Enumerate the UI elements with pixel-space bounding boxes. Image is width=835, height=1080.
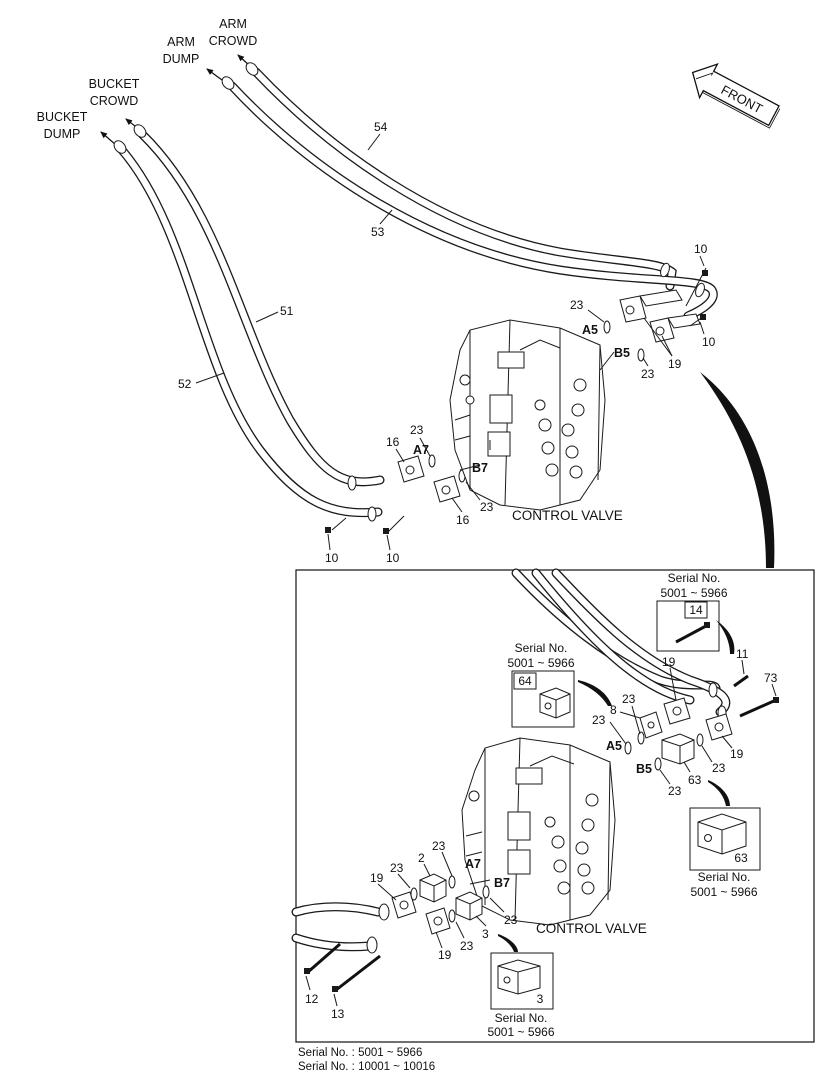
- callout-11: 11: [736, 647, 749, 661]
- control-valve-top: [449, 319, 615, 511]
- serial-box-14: Serial No. 5001 ~ 5966 14: [656, 571, 735, 654]
- callout-54: 54: [374, 120, 388, 134]
- svg-text:10: 10: [702, 335, 716, 349]
- svg-text:CROWD: CROWD: [90, 94, 139, 108]
- svg-text:5001 ~ 5966: 5001 ~ 5966: [660, 586, 727, 600]
- callout-63: 63: [734, 851, 748, 865]
- callout-63-part: 63: [688, 773, 702, 787]
- control-valve-label-detail: CONTROL VALVE: [536, 921, 647, 936]
- port-a7: A7: [413, 443, 429, 457]
- port-b7: B7: [472, 461, 488, 475]
- callout-3-part: 3: [482, 927, 489, 941]
- serial-box-3: 3 Serial No. 5001 ~ 5966: [487, 934, 555, 1039]
- control-valve-detail: [461, 737, 616, 926]
- svg-text:10: 10: [386, 551, 400, 565]
- detail-parts: [304, 674, 779, 992]
- callout-13: 13: [331, 1007, 345, 1021]
- svg-text:23: 23: [668, 784, 682, 798]
- arm-crowd-label: ARM CROWD: [209, 17, 258, 48]
- hose-end-fittings: [113, 62, 705, 522]
- callout-12: 12: [305, 992, 319, 1006]
- callout-8: 8: [610, 703, 617, 717]
- callout-19-d: 19: [438, 948, 452, 962]
- callout-19-a: 19: [662, 655, 676, 669]
- footer-serial-1: Serial No. : 5001 ~ 5966: [298, 1047, 423, 1059]
- hose-54: [251, 67, 677, 291]
- bolts-10-top: [325, 267, 708, 534]
- bucket-dump-label: BUCKET DUMP: [37, 110, 88, 141]
- callout-3: 3: [537, 992, 544, 1006]
- callout-14: 14: [689, 603, 703, 617]
- svg-text:Serial No.: Serial No.: [515, 641, 568, 655]
- detail-port-b5: B5: [636, 762, 652, 776]
- callout-23: 23: [570, 298, 584, 312]
- svg-text:ARM: ARM: [167, 35, 195, 49]
- detail-port-a5: A5: [606, 739, 622, 753]
- detail-port-b7: B7: [494, 876, 510, 890]
- svg-text:23: 23: [504, 913, 518, 927]
- svg-text:5001 ~ 5966: 5001 ~ 5966: [690, 885, 757, 899]
- flange-a5-top: [619, 289, 683, 323]
- svg-text:23: 23: [712, 761, 726, 775]
- svg-text:23: 23: [480, 500, 494, 514]
- hose-53: [227, 81, 718, 321]
- svg-text:23: 23: [641, 367, 655, 381]
- svg-text:BUCKET: BUCKET: [37, 110, 88, 124]
- detail-callouts: 11 73 19 19 23 23 23 23 8 63 2 23 23 19 …: [305, 647, 778, 1021]
- detail-pointer: [700, 372, 775, 568]
- svg-text:23: 23: [592, 713, 606, 727]
- svg-text:CROWD: CROWD: [209, 34, 258, 48]
- svg-text:5001 ~ 5966: 5001 ~ 5966: [487, 1025, 554, 1039]
- serial-box-63: 63 Serial No. 5001 ~ 5966: [689, 780, 761, 899]
- svg-text:Serial No.: Serial No.: [495, 1011, 548, 1025]
- callout-64: 64: [518, 674, 532, 688]
- svg-text:5001 ~ 5966: 5001 ~ 5966: [507, 656, 574, 670]
- svg-text:ARM: ARM: [219, 17, 247, 31]
- control-valve-label-top: CONTROL VALVE: [512, 508, 623, 523]
- flange-a7-top: [397, 455, 425, 483]
- callout-51: 51: [280, 304, 294, 318]
- top-callouts: 54 53 51 52 10 10 23 23 19 16 23 23 16 1…: [178, 120, 716, 565]
- svg-text:23: 23: [432, 839, 446, 853]
- svg-text:Serial No.: Serial No.: [698, 870, 751, 884]
- hose-52: [117, 145, 383, 518]
- callout-52: 52: [178, 377, 192, 391]
- footer-serial-2: Serial No. : 10001 ~ 10016: [298, 1061, 436, 1073]
- detail-port-a7: A7: [465, 857, 481, 871]
- callout-19-c: 19: [370, 871, 384, 885]
- front-arrow-icon: FRONT: [691, 63, 781, 129]
- callout-16: 16: [386, 435, 400, 449]
- svg-text:16: 16: [456, 513, 470, 527]
- callout-19-b: 19: [730, 747, 744, 761]
- callout-73: 73: [764, 671, 778, 685]
- callout-10: 10: [694, 242, 708, 256]
- callout-2: 2: [418, 851, 425, 865]
- detail-hoses: [291, 568, 731, 952]
- svg-text:DUMP: DUMP: [44, 127, 81, 141]
- svg-text:BUCKET: BUCKET: [89, 77, 140, 91]
- svg-text:23: 23: [410, 423, 424, 437]
- svg-text:DUMP: DUMP: [163, 52, 200, 66]
- svg-text:Serial No.: Serial No.: [668, 571, 721, 585]
- callout-19: 19: [668, 357, 682, 371]
- hose-51: [137, 129, 385, 487]
- svg-text:23: 23: [390, 861, 404, 875]
- callout-23-a: 23: [622, 692, 636, 706]
- detail-hose-fittings: [366, 682, 727, 954]
- svg-text:10: 10: [325, 551, 339, 565]
- callout-53: 53: [371, 225, 385, 239]
- port-a5: A5: [582, 323, 598, 337]
- flange-b7-top: [433, 475, 461, 503]
- flange-b5-top: [649, 313, 701, 343]
- bucket-crowd-label: BUCKET CROWD: [89, 77, 140, 108]
- port-b5: B5: [614, 346, 630, 360]
- arm-dump-label: ARM DUMP: [163, 35, 200, 66]
- svg-text:23: 23: [460, 939, 474, 953]
- serial-box-64: Serial No. 5001 ~ 5966 64: [507, 641, 612, 728]
